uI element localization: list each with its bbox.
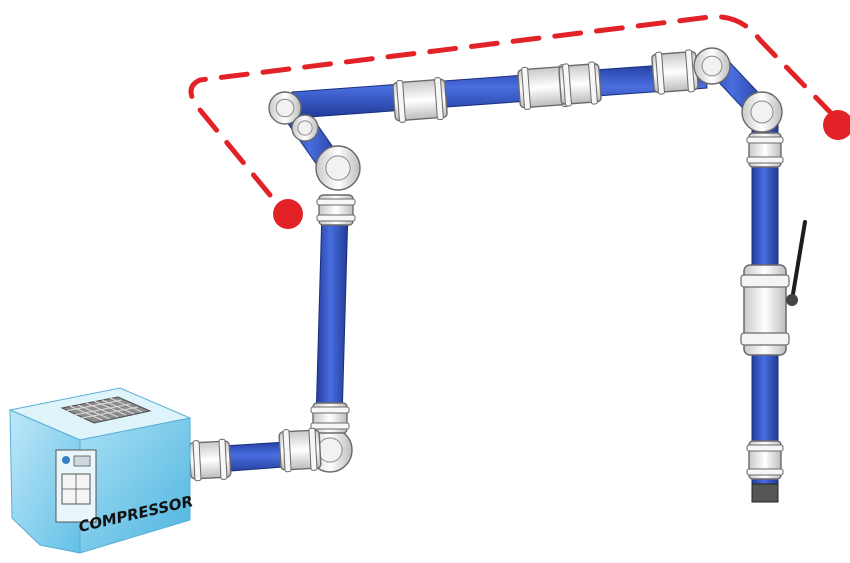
compressor-box: COMPRESSOR: [8, 387, 195, 554]
ball-valve-handle: [790, 220, 807, 302]
left-riser-coupler: [310, 402, 350, 434]
upper-right-elbow: [693, 47, 731, 85]
top-run-coupler: [651, 49, 699, 95]
diagonal-coupler: [291, 114, 319, 142]
left-riser-coupler: [316, 194, 356, 226]
threaded-end-fitting: [751, 483, 779, 503]
top-run-coupler: [558, 61, 602, 107]
right-drop-top-elbow: [741, 91, 783, 133]
endpoint-dot-right: [823, 110, 850, 140]
pipe-top-run: [291, 61, 708, 119]
left-riser-top-elbow: [315, 145, 361, 191]
top-run-coupler: [392, 77, 448, 123]
compressor-control-panel: [55, 449, 97, 523]
bottom-run-coupler: [278, 427, 322, 473]
bottom-run-coupler: [188, 438, 232, 482]
upper-left-elbow: [268, 91, 302, 125]
endpoint-dot-left: [273, 199, 303, 229]
dashed-route-line: [188, 14, 833, 198]
pipe-left-riser: [315, 209, 349, 421]
fittings-group: [188, 47, 784, 503]
ball-valve: [740, 220, 807, 356]
right-drop-coupler: [746, 132, 784, 168]
right-drop-coupler: [746, 440, 784, 480]
